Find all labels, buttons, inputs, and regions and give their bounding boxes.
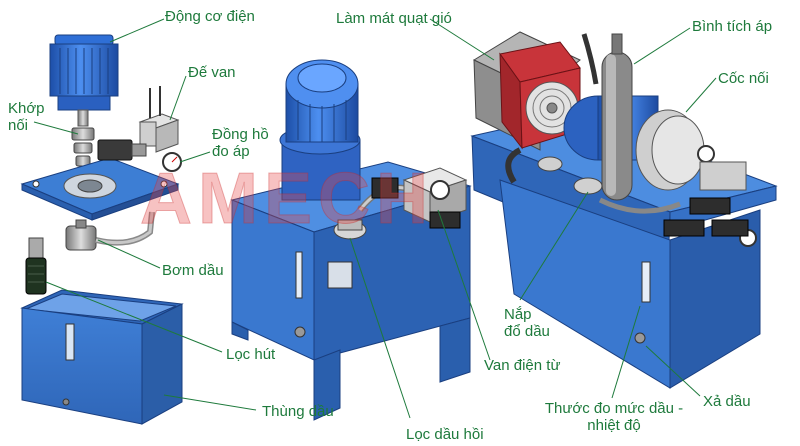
label-accumulator: Bình tích áp [692, 18, 773, 35]
unit-with-cooler [470, 31, 778, 389]
label-pressure-gauge: Đồng hồ đo áp [212, 126, 269, 160]
mounting-plate [20, 157, 180, 221]
solenoid-valve-exploded [97, 139, 147, 161]
label-oil-pump: Bơm dầu [162, 262, 224, 279]
label-fill-cap: Nắp đổ dầu [504, 306, 550, 340]
label-fan-cooler: Làm mát quạt gió [336, 10, 452, 27]
watermark-text: AMECH [140, 159, 434, 240]
label-motor: Động cơ điện [165, 8, 255, 25]
valve-base-block [138, 86, 180, 153]
label-oil-tank: Thùng dầu [262, 403, 334, 420]
leader-lines [33, 18, 717, 419]
motor-exploded [49, 34, 119, 127]
label-coupling-housing: Cốc nối [718, 70, 769, 87]
oil-pump-exploded [65, 211, 155, 251]
label-drain: Xả dầu [703, 393, 751, 410]
exploded-view [20, 34, 184, 425]
open-oil-tank [20, 289, 184, 425]
label-suction-filter: Lọc hút [226, 346, 276, 363]
assembled-unit [230, 59, 472, 421]
label-valve-base: Đế van [188, 64, 236, 81]
label-return-filter: Lọc dầu hồi [406, 426, 484, 443]
label-solenoid-valve: Van điện từ [484, 357, 561, 374]
label-coupling: Khớp nối [8, 100, 45, 134]
label-level-gauge: Thước đo mức dầu - nhiệt độ [544, 400, 684, 434]
suction-filter-exploded [25, 237, 47, 295]
coupling-exploded [71, 127, 95, 167]
